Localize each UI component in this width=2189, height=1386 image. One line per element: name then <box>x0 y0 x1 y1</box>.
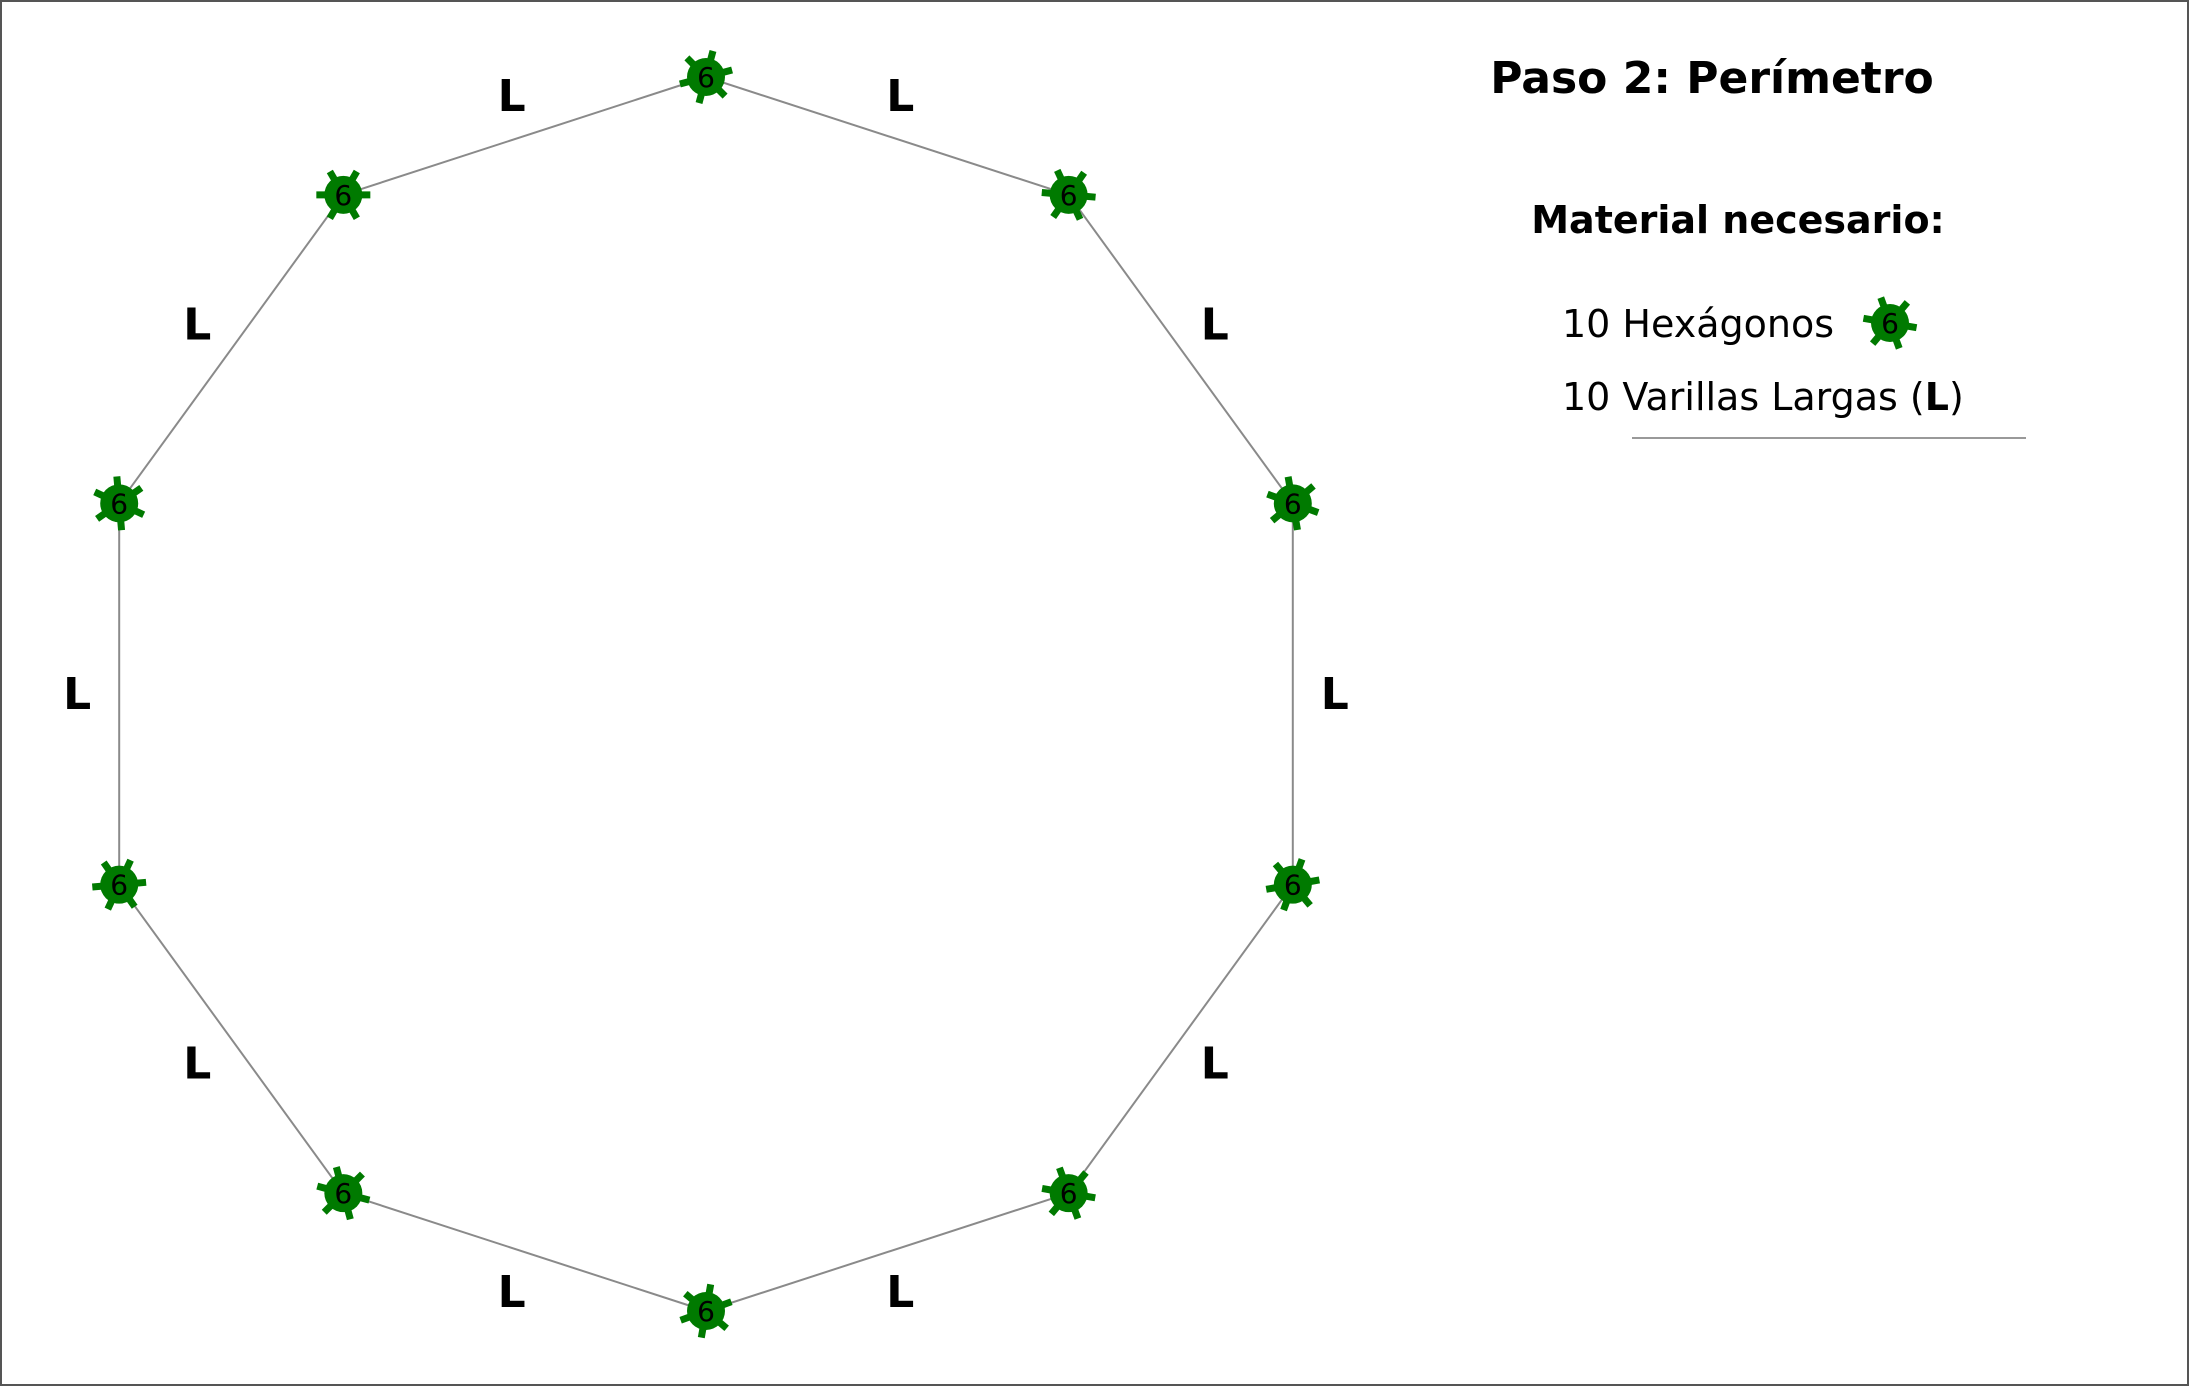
materials-hexagons-text: 10 Hexágonos <box>1562 302 1834 346</box>
hexagon-connector: 6 <box>91 858 147 911</box>
long-rod <box>343 76 707 196</box>
connector-hub <box>1871 304 1909 342</box>
connector-hub <box>1049 1174 1088 1213</box>
long-rod <box>118 884 345 1194</box>
hexagon-connector-icon: 6 <box>1862 296 1918 350</box>
connector-number: 6 <box>1284 487 1302 520</box>
rod-label: L <box>498 1267 526 1318</box>
hexagon-connector: 6 <box>93 476 146 531</box>
connector-hub <box>687 58 725 96</box>
connector-hub <box>687 1292 725 1330</box>
materials-rods-bold: L <box>1925 375 1949 419</box>
long-rod <box>705 76 1069 196</box>
connector-number: 6 <box>334 1177 352 1210</box>
connector-number: 6 <box>1060 1177 1078 1210</box>
long-rod <box>118 194 345 504</box>
hexagon-connector: 6 <box>679 50 733 104</box>
rod-label: L <box>498 71 526 122</box>
connector-number: 6 <box>334 179 352 212</box>
rod-labels-layer: L L L L L L L L L L <box>63 71 1349 1318</box>
connector-number: 6 <box>1284 869 1302 902</box>
page-title: Paso 2: Perímetro <box>1490 53 1934 104</box>
connector-hub <box>100 865 139 904</box>
connector-hub <box>100 484 139 523</box>
connector-hub <box>1273 484 1312 523</box>
long-rod <box>705 1192 1069 1312</box>
rod-label: L <box>1321 669 1349 720</box>
hexagon-connector: 6 <box>316 1166 371 1221</box>
connector-number: 6 <box>1881 307 1899 340</box>
hexagon-connector: 6 <box>316 169 371 220</box>
connectors-layer: 6 6 6 6 6 6 6 6 6 6 <box>91 50 1320 1339</box>
rods-layer <box>118 76 1294 1312</box>
rod-label: L <box>886 71 914 122</box>
connector-number: 6 <box>697 61 715 94</box>
connector-hub <box>1273 865 1312 904</box>
connector-hub <box>1049 175 1088 214</box>
rod-label: L <box>1201 1039 1229 1090</box>
rod-label: L <box>63 669 91 720</box>
connector-hub <box>324 1174 363 1213</box>
rod-label: L <box>1201 299 1229 350</box>
hexagon-connector: 6 <box>1041 1166 1096 1220</box>
long-rod <box>343 1192 707 1312</box>
rod-label: L <box>183 1039 211 1090</box>
connector-number: 6 <box>697 1295 715 1328</box>
long-rod <box>1067 884 1294 1194</box>
materials-heading: Material necesario: <box>1531 198 1945 242</box>
connector-number: 6 <box>110 487 128 520</box>
connector-hub <box>324 175 363 214</box>
materials-rods-suffix: ) <box>1949 375 1964 419</box>
materials-rods-text: 10 Varillas Largas (L) <box>1562 375 1964 419</box>
hexagon-connector: 6 <box>679 1283 733 1339</box>
legend-connector: 6 <box>1862 296 1918 350</box>
hexagon-connector: 6 <box>1041 168 1096 221</box>
materials-rods-prefix: 10 Varillas Largas ( <box>1562 375 1925 419</box>
rod-label: L <box>183 299 211 350</box>
long-rod <box>1067 194 1294 504</box>
rod-label: L <box>886 1267 914 1318</box>
connector-number: 6 <box>1060 179 1078 212</box>
hexagon-connector: 6 <box>1265 858 1320 912</box>
connector-number: 6 <box>110 869 128 902</box>
hexagon-connector: 6 <box>1266 476 1320 531</box>
